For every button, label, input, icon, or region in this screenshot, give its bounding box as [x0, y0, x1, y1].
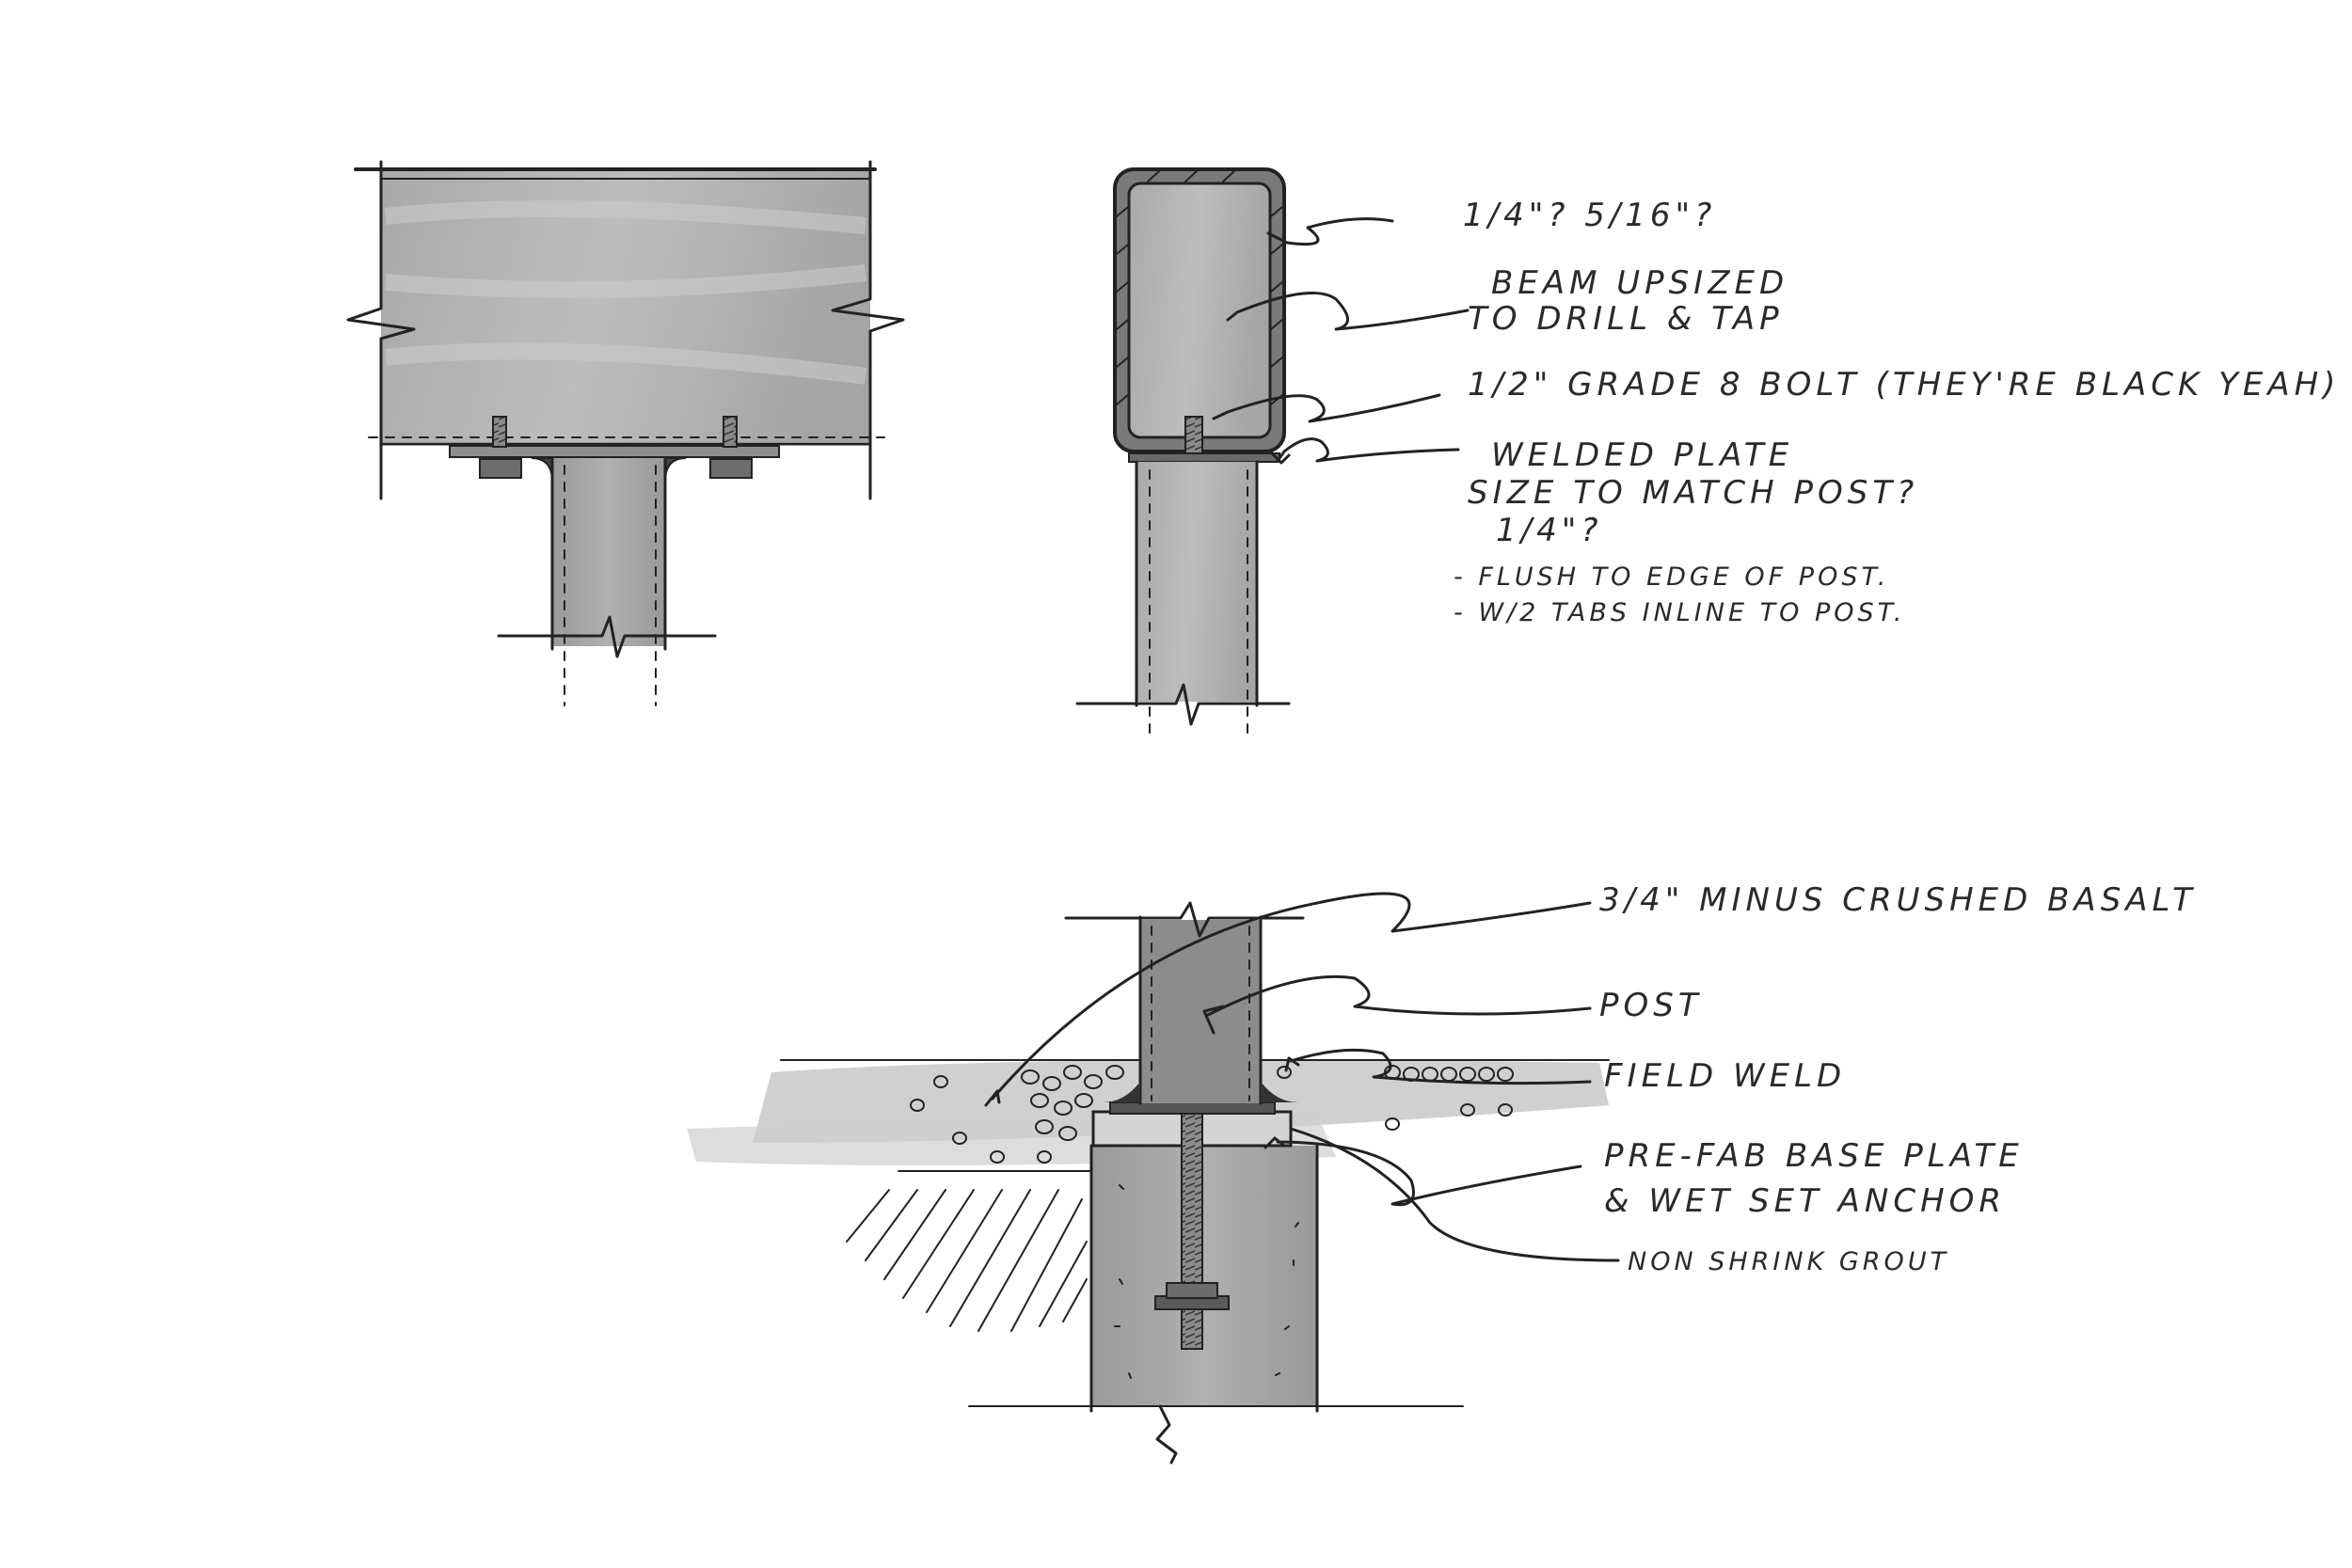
- section-weld-mark: [1270, 451, 1291, 465]
- gravel-stone: [1084, 1074, 1103, 1089]
- leader-welded-plate: [1276, 437, 1460, 463]
- note-post: POST: [1599, 987, 1703, 1024]
- post-elevation-fill: [552, 458, 665, 646]
- gravel-stone: [1478, 1067, 1495, 1082]
- gravel-stone: [1042, 1076, 1061, 1091]
- gravel-stone: [952, 1132, 967, 1145]
- beam-section-detail: [1075, 167, 1291, 739]
- note-crushed-basalt: 3/4" MINUS CRUSHED BASALT: [1599, 881, 2197, 919]
- gravel-stone: [1460, 1103, 1475, 1117]
- beam-bolt-right: [723, 416, 738, 448]
- gravel-stone: [1497, 1067, 1514, 1082]
- beam-elevation-detail: [346, 160, 905, 706]
- footing-notes: 3/4" MINUS CRUSHED BASALT POST FIELD WEL…: [1599, 881, 2197, 1276]
- anchor-washer: [1166, 1282, 1218, 1299]
- leader-beam-upsized: [1226, 292, 1470, 331]
- section-bolt: [1184, 416, 1203, 455]
- note-beam-upsized-1: BEAM UPSIZED: [1491, 264, 1788, 302]
- note-grout: NON SHRINK GROUT: [1628, 1247, 1949, 1276]
- hss-wall-hatching: [1116, 170, 1283, 405]
- note-field-weld: FIELD WELD: [1604, 1057, 1846, 1095]
- leader-crushed-basalt: [984, 892, 1592, 1107]
- footing-leaders: [984, 892, 1620, 1262]
- footing-post-break: [1064, 901, 1305, 938]
- gravel-stone: [1035, 1119, 1054, 1134]
- footing-post-fill: [1140, 920, 1261, 1103]
- gravel-stone: [1037, 1150, 1052, 1164]
- section-notes: 1/4"? 5/16"? BEAM UPSIZED TO DRILL & TAP…: [1454, 197, 2340, 627]
- section-post-fill: [1136, 462, 1257, 702]
- gravel-stone: [1058, 1126, 1077, 1141]
- note-welded-plate-3: 1/4"?: [1496, 512, 1602, 549]
- leader-post: [1202, 974, 1592, 1035]
- note-base-plate-2: & WET SET ANCHOR: [1604, 1182, 2006, 1220]
- gravel-stone: [1054, 1101, 1073, 1116]
- field-weld-right: [1261, 1082, 1298, 1102]
- leader-bolt: [1212, 393, 1441, 423]
- beam-break-right: [831, 160, 905, 500]
- beam-nut-left: [479, 458, 522, 479]
- beam-bolt-left: [492, 416, 507, 448]
- section-post-break: [1075, 683, 1291, 726]
- note-base-plate-1: PRE-FAB BASE PLATE: [1604, 1137, 2024, 1175]
- leader-base-plate: [1263, 1136, 1582, 1207]
- gravel-stone: [1105, 1065, 1124, 1080]
- hss-inner-fill: [1127, 182, 1272, 439]
- anchor-rod: [1181, 1113, 1203, 1350]
- note-welded-plate-5: - W/2 TABS INLINE TO POST.: [1454, 598, 1905, 627]
- gravel-stone: [1277, 1066, 1292, 1079]
- beam-marker-streaks: [385, 200, 867, 385]
- base-plate: [1109, 1101, 1276, 1115]
- note-beam-upsized-2: TO DRILL & TAP: [1468, 300, 1784, 338]
- gravel-stone: [1021, 1069, 1040, 1085]
- leader-field-weld: [1284, 1048, 1592, 1085]
- note-welded-plate-2: SIZE TO MATCH POST?: [1468, 474, 1918, 512]
- note-bolt: 1/2" GRADE 8 BOLT (THEY'RE BLACK YEAH): [1468, 366, 2340, 404]
- beam-break-left: [346, 160, 416, 500]
- footing-detail: [687, 901, 1610, 1465]
- gravel-stone: [1498, 1103, 1513, 1117]
- post-elevation-break: [497, 615, 717, 658]
- gravel-stone: [910, 1099, 925, 1112]
- note-plate-thickness: 1/4"? 5/16"?: [1463, 197, 1716, 234]
- note-welded-plate-1: WELDED PLATE: [1491, 436, 1793, 474]
- footing-break: [1155, 1404, 1178, 1465]
- note-welded-plate-4: - FLUSH TO EDGE OF POST.: [1454, 562, 1889, 592]
- gravel-stone: [1030, 1093, 1049, 1108]
- gravel-stone: [1063, 1065, 1082, 1080]
- soil-hatching: [846, 1189, 1088, 1332]
- gravel-stone: [933, 1075, 948, 1088]
- beam-nut-right: [709, 458, 753, 479]
- gravel-stone: [1074, 1093, 1093, 1108]
- field-weld-left: [1103, 1082, 1140, 1102]
- gravel-stone: [1385, 1117, 1400, 1131]
- leader-grout: [1289, 1127, 1620, 1262]
- leader-plate-thickness: [1266, 217, 1394, 246]
- section-leaders: [1212, 217, 1470, 463]
- gravel-stone: [990, 1150, 1005, 1164]
- footing-fill: [1091, 1146, 1317, 1407]
- footing-speckle: [1114, 1184, 1299, 1379]
- gravel-stone: [1459, 1067, 1476, 1082]
- beam-plate: [449, 445, 780, 458]
